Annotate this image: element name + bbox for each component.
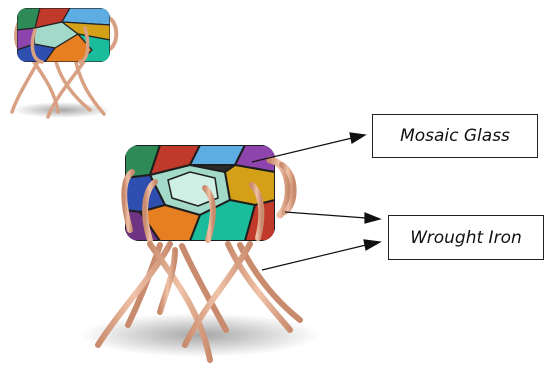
large-planter-image	[80, 145, 320, 360]
arrow-head-wrought-iron-lower	[364, 240, 380, 250]
wrought-iron-label: Wrought Iron	[388, 215, 544, 260]
small-mosaic-glass	[17, 8, 110, 62]
arrow-head-mosaic-glass	[350, 133, 365, 143]
wrought-iron-label-text: Wrought Iron	[410, 228, 522, 248]
arrow-head-wrought-iron-upper	[365, 213, 380, 223]
small-planter-image	[12, 8, 116, 118]
mosaic-glass-label: Mosaic Glass	[372, 114, 538, 158]
mosaic-glass-label-text: Mosaic Glass	[400, 126, 510, 146]
arrow-wrought-iron-lower	[262, 245, 366, 270]
arrow-wrought-iron-upper	[285, 212, 366, 218]
